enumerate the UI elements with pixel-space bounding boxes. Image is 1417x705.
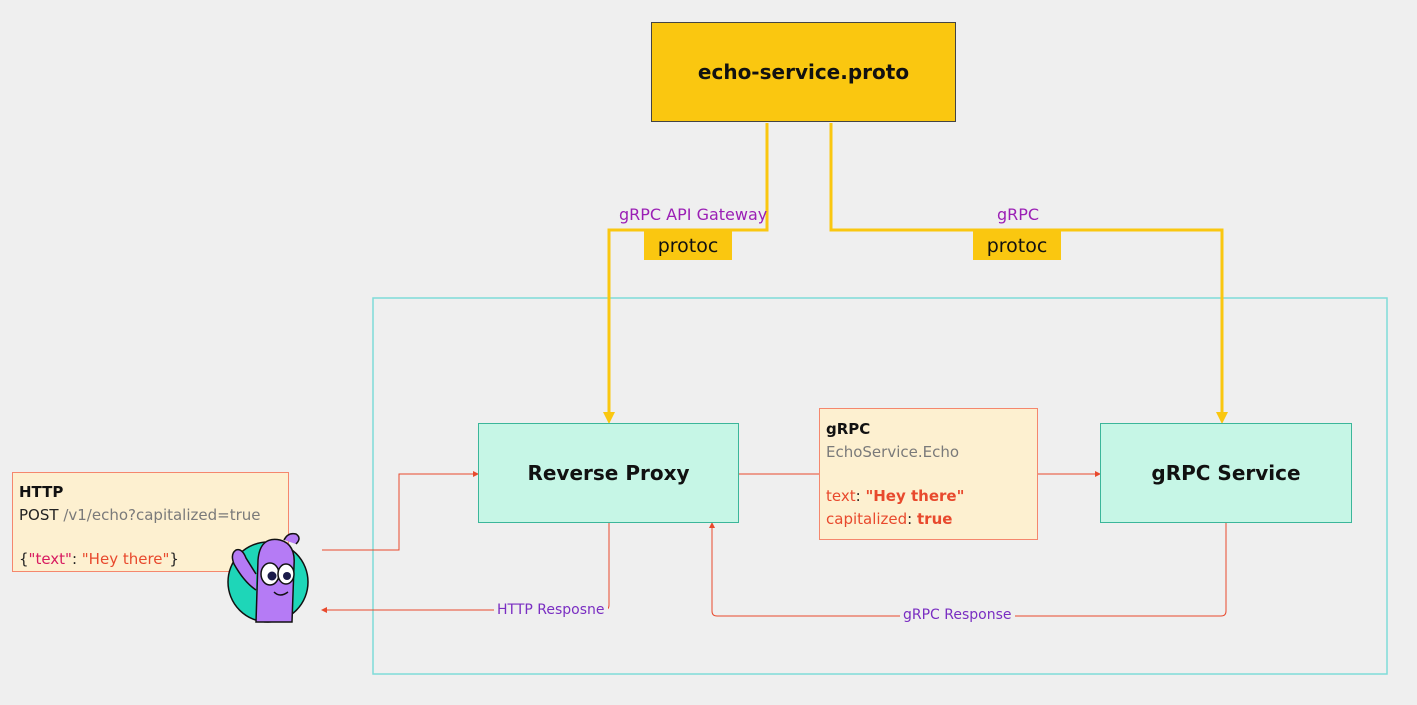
arrow-client-to-proxy	[322, 473, 474, 551]
arrowhead-service-proxy	[709, 522, 715, 528]
http-note-method: POST	[19, 505, 59, 524]
reverse-proxy-label: Reverse Proxy	[527, 461, 690, 485]
grpc-response-label: gRPC Response	[900, 607, 1015, 623]
grpc-service-label: gRPC Service	[1151, 461, 1301, 485]
gateway-edge-label: gRPC API Gateway	[619, 205, 768, 224]
protoc-tag-left-label: protoc	[657, 234, 719, 257]
arrowhead-proxy-service	[1095, 471, 1101, 477]
grpc-edge-label: gRPC	[997, 205, 1040, 224]
protoc-tag-left: protoc	[644, 231, 732, 260]
grpc-note-field2-value: true	[917, 509, 953, 528]
reverse-proxy-node[interactable]: Reverse Proxy	[478, 423, 739, 523]
arrowhead-proxy-client	[321, 607, 327, 613]
grpc-note-field1-value: "Hey there"	[865, 487, 965, 505]
http-note-body-close: }	[169, 550, 179, 568]
connector-proto-to-proxy	[607, 123, 769, 416]
http-note-body-value: "Hey there"	[81, 550, 170, 568]
grpc-request-note[interactable]: gRPC EchoService.Echo text: "Hey there" …	[819, 408, 1038, 540]
arrowhead-proxy	[603, 412, 615, 424]
protoc-tag-right: protoc	[973, 231, 1061, 260]
http-note-path: /v1/echo?capitalized=true	[63, 505, 261, 524]
grpc-note-field1-key: text	[826, 487, 856, 505]
grpc-note-field2-key: capitalized	[826, 509, 908, 528]
protoc-tag-right-label: protoc	[986, 234, 1048, 257]
http-note-title: HTTP	[19, 483, 64, 501]
http-note-body-colon: :	[71, 550, 82, 568]
http-note-body-open: {	[19, 550, 29, 568]
arrowhead-client-proxy	[473, 471, 479, 477]
arrowhead-service	[1216, 412, 1228, 424]
grpc-note-title: gRPC	[826, 420, 871, 438]
http-response-label: HTTP Resposne	[494, 602, 608, 618]
grpc-note-field2-sep: :	[907, 509, 917, 528]
connector-proto-to-service	[829, 123, 1224, 416]
arrow-proxy-to-client	[327, 523, 610, 611]
mascot-avatar	[227, 532, 309, 623]
proto-file-box[interactable]: echo-service.proto	[651, 22, 956, 122]
proto-file-label: echo-service.proto	[697, 60, 910, 84]
container-frame	[372, 297, 1388, 675]
http-note-body-key: "text"	[28, 550, 72, 568]
grpc-note-method: EchoService.Echo	[826, 442, 960, 461]
grpc-note-field1-sep: :	[855, 487, 866, 505]
grpc-service-node[interactable]: gRPC Service	[1100, 423, 1352, 523]
